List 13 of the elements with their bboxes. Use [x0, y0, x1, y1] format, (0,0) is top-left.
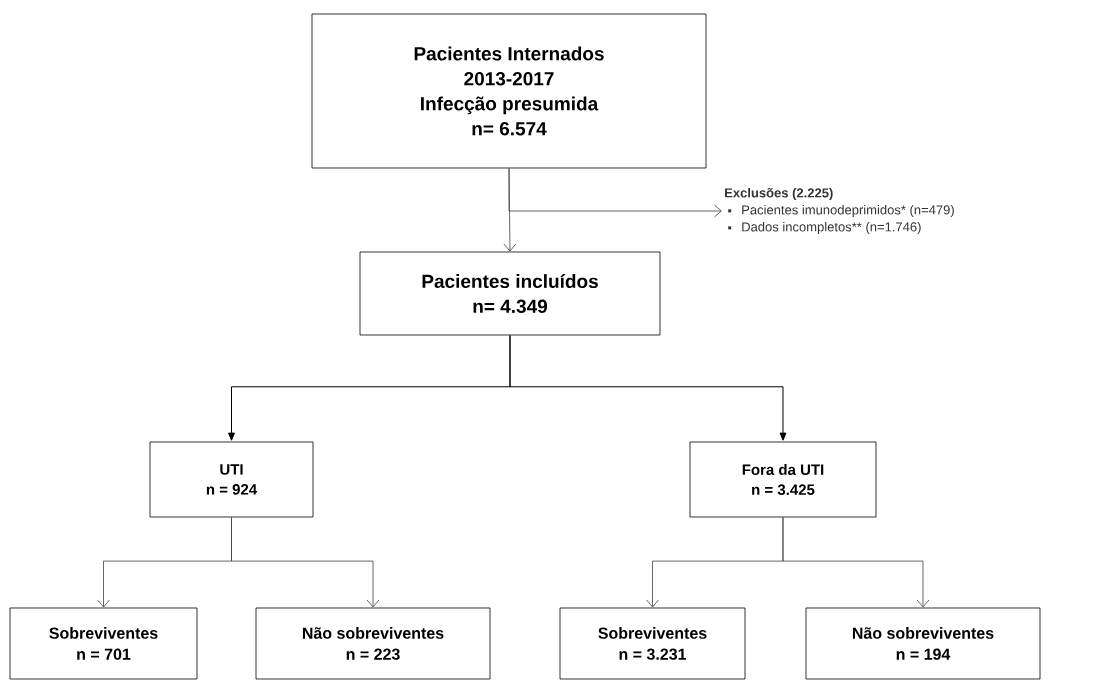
process-box: Sobreviventes n = 3.231: [559, 607, 746, 680]
arrow: [509, 334, 787, 441]
process-box: UTI n = 924: [149, 441, 314, 518]
exclusion-list: Exclusões (2.225) Pacientes imunodeprimidos* (n=479) Dados incompletos** (n=1.746): [725, 187, 954, 235]
arrow: [782, 517, 930, 608]
arrow: [231, 517, 380, 608]
process-box: Não sobreviventes n = 194: [805, 607, 1041, 680]
arrow: [508, 168, 722, 218]
process-box: Sobreviventes n = 701: [9, 607, 198, 680]
process-box: Não sobreviventes n = 223: [255, 607, 491, 680]
process-box: Fora da UTI n = 3.425: [689, 441, 877, 518]
process-box: Pacientes incluídos n= 4.349: [359, 251, 661, 336]
process-box: Pacientes Internados 2013-2017 Infecção presumida n= 6.574: [311, 13, 707, 169]
